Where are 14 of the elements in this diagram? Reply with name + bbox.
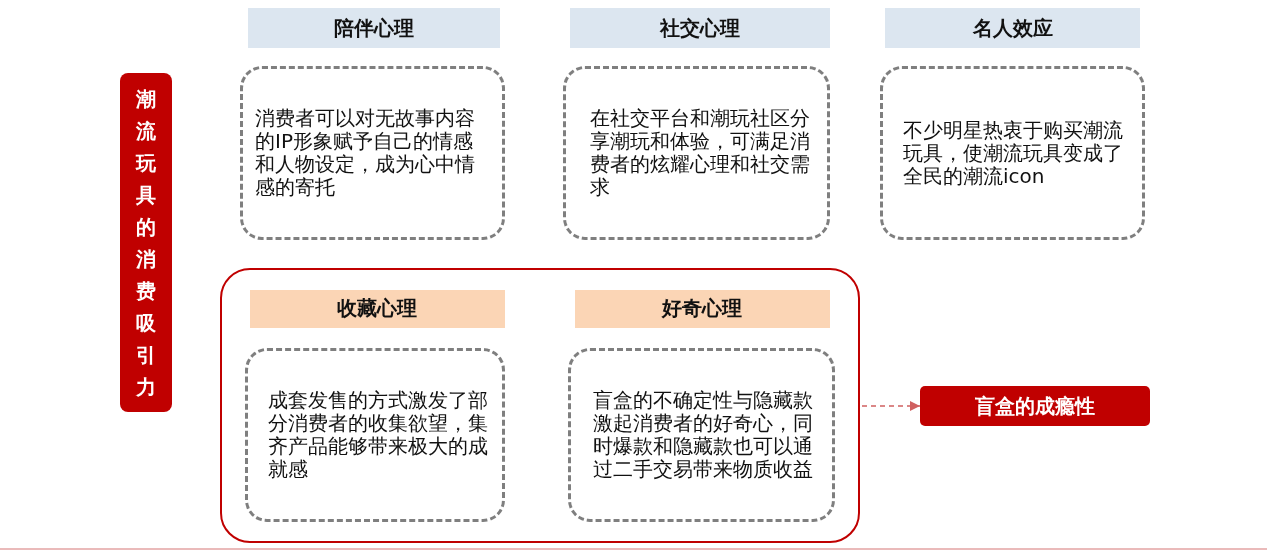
arrow <box>861 400 921 412</box>
category-header: 名人效应 <box>885 8 1140 48</box>
description-box: 在社交平台和潮玩社区分享潮玩和体验，可满足消费者的炫耀心理和社交需求 <box>563 66 830 240</box>
description-box: 消费者可以对无故事内容的IP形象赋予自己的情感和人物设定，成为心中情感的寄托 <box>240 66 505 240</box>
category-header: 收藏心理 <box>249 289 505 328</box>
description-box: 盲盒的不确定性与隐藏款激起消费者的好奇心，同时爆款和隐藏款也可以通过二手交易带来物质收益 <box>567 347 835 522</box>
category-header: 好奇心理 <box>574 289 830 328</box>
group-frame <box>220 268 860 543</box>
result-box: 盲盒的成瘾性 <box>920 386 1150 426</box>
category-header: 社交心理 <box>570 8 830 48</box>
category-header: 陪伴心理 <box>248 8 500 48</box>
description-box: 成套发售的方式激发了部分消费者的收集欲望，集齐产品能够带来极大的成就感 <box>244 347 505 522</box>
title-bar: 潮流玩具的消费吸引力 <box>120 73 172 412</box>
description-box: 不少明星热衷于购买潮流玩具，使潮流玩具变成了全民的潮流icon <box>880 66 1145 240</box>
